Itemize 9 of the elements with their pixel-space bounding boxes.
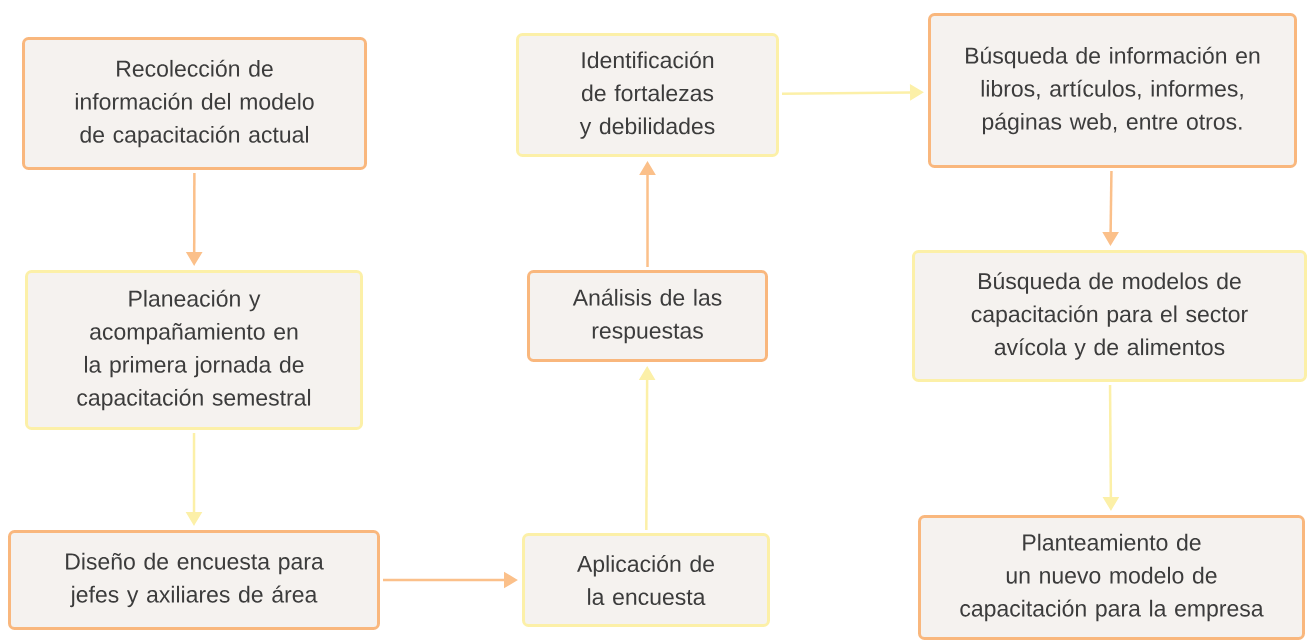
process-box: Análisis de las respuestas (527, 270, 768, 362)
process-box: Planeación y acompañamiento en la primera jornada de capacitación semestral (25, 270, 363, 430)
process-box: Búsqueda de información en libros, artículos, informes, páginas web, entre otros. (928, 13, 1297, 168)
process-box: Aplicación de la encuesta (522, 533, 770, 627)
process-box: Recolección de información del modelo de capacitación actual (22, 37, 367, 170)
process-box: Diseño de encuesta para jefes y axiliares de área (8, 530, 380, 630)
process-box: Planteamiento de un nuevo modelo de capacitación para la empresa (918, 515, 1305, 640)
process-box: Identificación de fortalezas y debilidades (516, 33, 779, 157)
process-box: Búsqueda de modelos de capacitación para el sector avícola y de alimentos (912, 250, 1307, 382)
